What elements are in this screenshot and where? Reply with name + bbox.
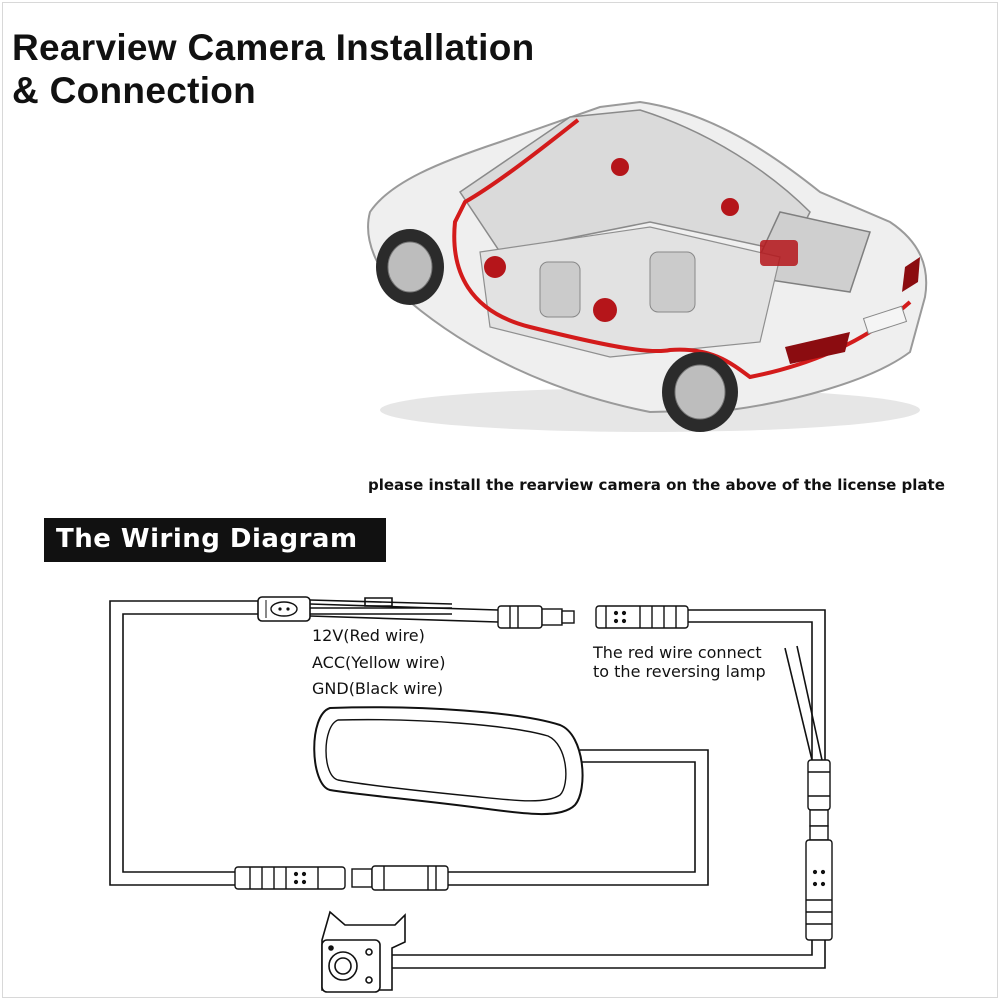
left-outer-cable [109, 600, 258, 886]
page-title: Rearview Camera Installation & Connectio… [12, 26, 535, 112]
black-wire-label: GND(Black wire) [312, 679, 444, 698]
left-inner-cable [122, 613, 258, 873]
mirror-inner-edge [325, 718, 567, 802]
reverse-wire-b [796, 645, 823, 761]
speaker-3 [611, 158, 629, 176]
camera-wire-route [452, 118, 912, 380]
install-caption: please install the rearview camera on th… [368, 476, 945, 494]
rear-seat [649, 251, 696, 313]
power-connector [257, 596, 311, 622]
car-svg [367, 100, 928, 432]
bottom-connector-female [234, 866, 346, 890]
right-connector-lower [805, 825, 833, 941]
section-heading-bar: The Wiring Diagram [44, 518, 386, 562]
license-plate [862, 305, 908, 335]
speaker-4 [721, 198, 739, 216]
front-rim [387, 241, 433, 293]
rear-camera [321, 910, 406, 993]
power-leads [309, 599, 453, 615]
camera-cable-outer [392, 940, 813, 956]
car-illustration [350, 92, 940, 442]
section-heading: The Wiring Diagram [56, 524, 358, 554]
right-outer-cable [688, 609, 826, 760]
trunk-module [760, 240, 798, 266]
title-line-2: & Connection [12, 70, 257, 111]
car-interior [479, 226, 781, 358]
right-connector-upper [807, 759, 831, 827]
reverse-note-line-1: The red wire connect [593, 643, 762, 662]
reverse-wire-a [784, 647, 813, 761]
speaker-2 [593, 298, 617, 322]
rearview-mirror-monitor [313, 706, 584, 816]
bottom-connector-male [351, 865, 449, 891]
top-cable-a [309, 603, 499, 611]
top-cable-b [309, 615, 499, 623]
front-seat [539, 261, 581, 318]
rear-rim [674, 364, 726, 420]
fuse-holder [364, 597, 393, 607]
top-connector-female [595, 605, 689, 629]
top-connector-male [497, 605, 575, 629]
title-line-1: Rearview Camera Installation [12, 27, 535, 68]
reverse-note-line-2: to the reversing lamp [593, 662, 766, 681]
taillight-right [902, 257, 920, 292]
mirror-cable-inner [448, 761, 696, 873]
camera-cable-inner [390, 940, 826, 969]
mirror-cable-outer [448, 749, 709, 886]
taillight-left [785, 332, 850, 364]
yellow-wire-label: ACC(Yellow wire) [312, 653, 446, 672]
red-wire-label: 12V(Red wire) [312, 626, 425, 645]
speaker-1 [484, 256, 506, 278]
